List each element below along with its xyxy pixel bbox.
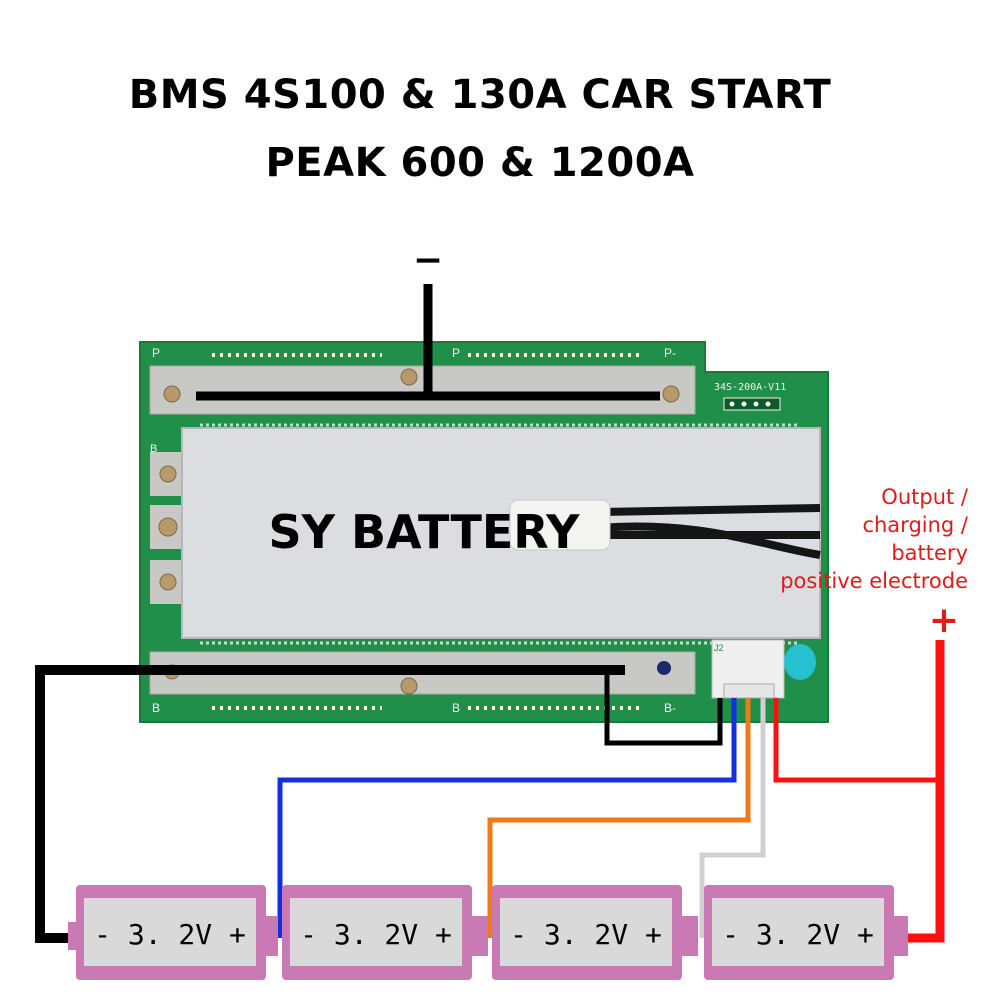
bolt [657, 661, 671, 675]
cell-label: - 3. 2V + [510, 918, 662, 951]
terminal-label-p-minus: P- [664, 346, 676, 360]
cell-label: - 3. 2V + [300, 918, 452, 951]
terminal-label-b: B [452, 701, 460, 715]
terminal-label-p: P [152, 346, 160, 360]
battery-cell: - 3. 2V + [68, 885, 278, 980]
title-line-1: BMS 4S100 & 130A CAR START [128, 72, 832, 118]
battery-cell: - 3. 2V + [282, 885, 488, 980]
pin-header [723, 397, 781, 411]
battery-cells: - 3. 2V + - 3. 2V + - 3. 2V + - 3. 2V + [68, 885, 908, 980]
bolt [400, 368, 418, 386]
bolt [158, 517, 178, 537]
cell-label: - 3. 2V + [94, 918, 246, 951]
bolt [662, 385, 680, 403]
orange-sense-wire [487, 698, 751, 938]
note-line-2: charging / [862, 513, 968, 537]
positive-note: Output / charging / battery positive ele… [780, 485, 969, 641]
blue-sense-wire [277, 698, 737, 938]
cell-label: - 3. 2V + [722, 918, 874, 951]
balance-cable [599, 504, 821, 559]
b-minus-wire [35, 665, 625, 943]
negative-symbol: − [413, 240, 443, 281]
terminal-label-p: P [452, 346, 460, 360]
board-model: 34S-200A-V11 [714, 382, 786, 393]
note-line-1: Output / [881, 485, 969, 509]
positive-symbol: + [929, 600, 959, 641]
led-glow [784, 644, 816, 680]
battery-cell: - 3. 2V + [704, 885, 908, 980]
bolt [159, 573, 177, 591]
bolt [163, 385, 181, 403]
top-busbar [149, 365, 696, 415]
red-sense-wire [773, 698, 940, 783]
black-sense-wire [604, 670, 723, 746]
note-line-3: battery [891, 541, 968, 565]
connector-label: J2 [714, 643, 724, 653]
board-brand-label: SY BATTERY [269, 505, 581, 559]
terminal-label-b: B [152, 701, 160, 715]
terminal-label-b-minus: B- [664, 701, 676, 715]
negative-output-wire [196, 284, 660, 401]
bolt [159, 465, 177, 483]
cable-connector [509, 499, 611, 551]
wiring [35, 284, 945, 943]
positive-output-wire [900, 640, 945, 943]
note-line-4: positive electrode [780, 569, 968, 593]
bolt [400, 677, 418, 695]
battery-cell: - 3. 2V + [492, 885, 698, 980]
side-label: B [150, 443, 157, 455]
white-sense-wire [699, 698, 766, 938]
title-line-2: PEAK 600 & 1200A [265, 140, 695, 186]
